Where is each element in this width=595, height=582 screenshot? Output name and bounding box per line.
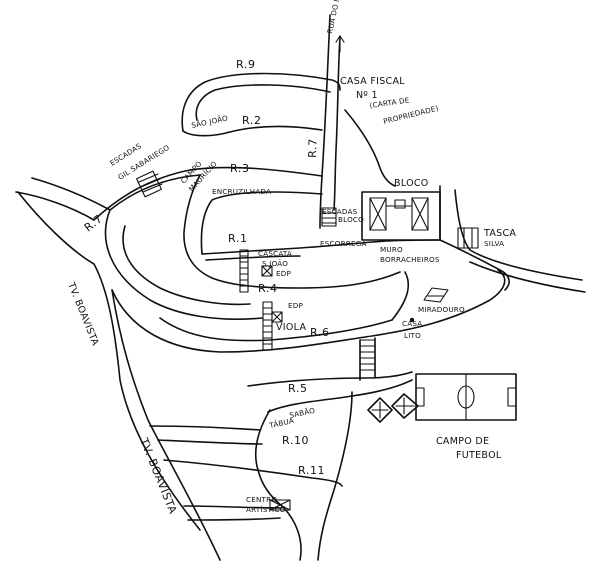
road-east-inner — [391, 271, 409, 321]
label-centro-2: ARTÍSTICO — [246, 505, 286, 514]
label-casa-lito-2: LITO — [404, 331, 421, 340]
label-tv-boavista-lower: TV. BOAVISTA — [137, 435, 180, 516]
road-r5-south — [317, 391, 353, 561]
road-r11 — [163, 459, 343, 487]
road-rua-do-meio-left — [319, 14, 331, 229]
label-muro-2: BORRACHEIROS — [380, 255, 440, 264]
road-network — [15, 14, 586, 561]
label-escadas-bloco-2: BLOCO — [338, 215, 364, 224]
road-tasca-lane — [454, 189, 583, 281]
stairs-south — [359, 339, 376, 379]
road-rua-do-meio-right — [333, 35, 341, 211]
label-edp-1: EDP — [276, 269, 291, 278]
label-tv-boavista-upper: TV. BOAVISTA — [65, 280, 101, 348]
tasca-silva-building — [457, 227, 479, 249]
buildings — [261, 191, 517, 511]
stairs-r6 — [262, 301, 273, 351]
label-r2: R.2 — [242, 114, 262, 127]
road-r5-south-west — [267, 379, 413, 413]
road-r3-inner — [31, 174, 201, 211]
road-casa-fiscal-lane — [344, 109, 396, 187]
road-r2 — [182, 125, 323, 137]
label-campo-futebol-1: CAMPO DE — [436, 436, 489, 447]
label-cascata-2: S.JOÃO — [262, 259, 288, 268]
centro-artistico-building — [269, 499, 291, 511]
road-connector-west — [183, 174, 401, 289]
label-r11: R.11 — [298, 464, 325, 477]
label-viola: VIOLA — [276, 322, 306, 333]
miradouro-shelter — [423, 287, 449, 303]
stairs — [136, 170, 376, 379]
label-r4: R.4 — [258, 282, 278, 295]
label-bloco: BLOCO — [394, 178, 429, 189]
bloco-building — [361, 191, 441, 241]
road-big-loop — [104, 209, 263, 320]
road-east-curve — [439, 239, 510, 291]
label-muro-1: MURO — [380, 245, 403, 254]
label-casa-fiscal-num: Nº 1 — [356, 90, 378, 101]
stairs-bloco — [321, 207, 337, 227]
edp-box-2 — [271, 311, 283, 323]
label-tabua-2: SABÃO — [289, 406, 316, 420]
label-r10: R.10 — [282, 434, 309, 447]
road-r3 — [15, 166, 323, 221]
stairs-gil-sabariego — [136, 170, 163, 198]
label-escorrega: ESCORREGA — [320, 239, 367, 248]
football-pitch — [415, 373, 517, 421]
label-tasca-1: TASCA — [483, 228, 516, 239]
label-casa-fiscal: CASA FISCAL — [340, 76, 405, 87]
road-centro-loop — [281, 505, 302, 561]
road-tv-boavista-west — [17, 191, 201, 531]
label-miradouro: MIRADOURO — [418, 305, 465, 314]
label-casa-lito-1: CASA — [402, 319, 422, 328]
road-r9-inner — [195, 84, 331, 121]
road-r10 — [149, 425, 261, 431]
north-arrow-icon — [335, 35, 345, 53]
road-tasca-lane-2 — [469, 261, 586, 293]
label-edp-2: EDP — [288, 301, 303, 310]
road-r6-inner — [159, 317, 393, 342]
road-centro-base — [183, 505, 283, 509]
label-r7-vertical: R.7 — [306, 138, 320, 158]
road-r10b — [157, 439, 263, 445]
label-campo-futebol-2: FUTEBOL — [456, 450, 502, 461]
label-tasca-2: SILVA — [484, 239, 504, 248]
road-encruzilhada-loop — [200, 191, 323, 255]
labels: R.9 R.2 R.3 R.1 R.4 R.6 R.5 R.10 R.11 R.… — [65, 0, 516, 516]
label-r3: R.3 — [230, 162, 250, 175]
label-r1: R.1 — [228, 232, 248, 245]
road-r6 — [111, 269, 506, 353]
road-centro-base-2 — [187, 517, 281, 521]
road-r1-south — [205, 255, 301, 261]
label-r9: R.9 — [236, 58, 256, 71]
label-r5: R.5 — [288, 382, 308, 395]
church-houses — [367, 393, 419, 423]
label-r6: R.6 — [310, 326, 330, 339]
road-r5 — [247, 371, 413, 387]
label-centro-1: CENTRO — [246, 495, 277, 504]
road-big-loop-inner — [122, 225, 251, 306]
label-encruzilhada: ENCRUZILHADA — [212, 187, 271, 196]
label-cascata-1: CASCATA — [258, 249, 292, 258]
label-escadas-bloco-1: ESCADAS — [322, 207, 358, 216]
stairs-r4 — [239, 249, 249, 293]
casa-lito-marker — [409, 317, 415, 323]
edp-box-1 — [261, 265, 273, 277]
road-tv-boavista-east — [111, 289, 221, 561]
label-rua-do-meio: RUA DO MEIO — [325, 0, 345, 34]
